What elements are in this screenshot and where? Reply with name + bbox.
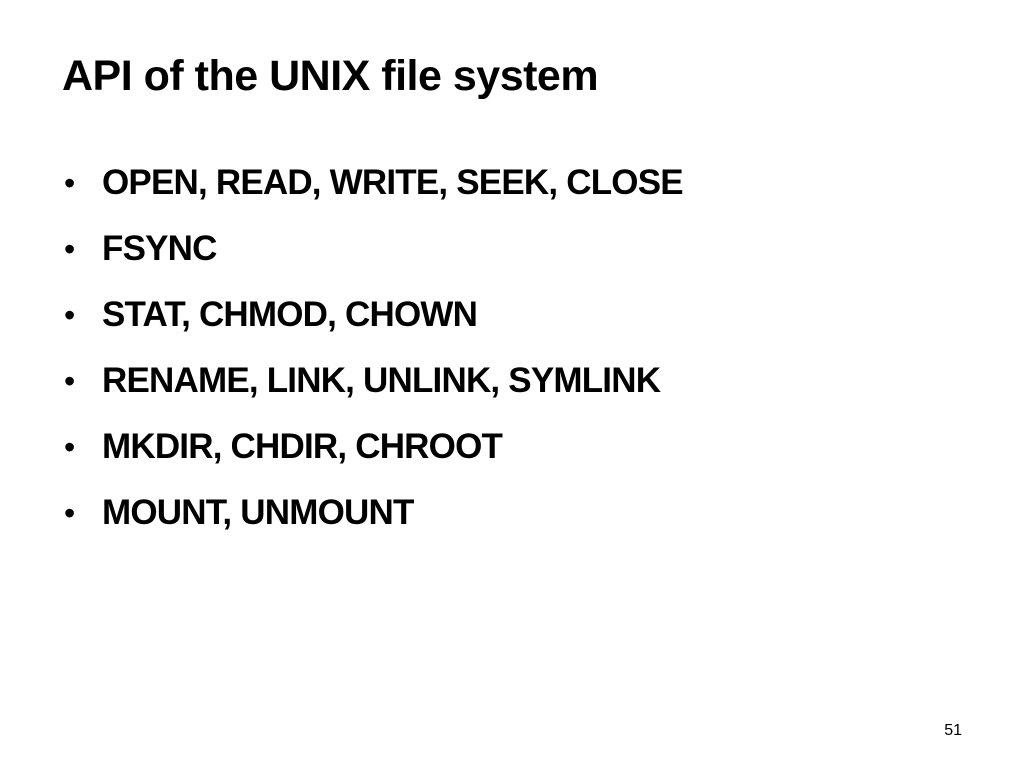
bullet-item-stat-chmod: • STAT, CHMOD, CHOWN — [62, 282, 683, 348]
bullet-icon: • — [64, 165, 76, 201]
bullet-text: FSYNC — [102, 229, 217, 268]
bullet-item-mount: • MOUNT, UNMOUNT — [62, 480, 683, 546]
slide-title: API of the UNIX file system — [62, 52, 599, 100]
bullet-text: RENAME, LINK, UNLINK, SYMLINK — [102, 361, 661, 400]
bullet-item-mkdir-chdir: • MKDIR, CHDIR, CHROOT — [62, 414, 683, 480]
bullet-text: OPEN, READ, WRITE, SEEK, CLOSE — [102, 163, 684, 202]
bullet-list: • OPEN, READ, WRITE, SEEK, CLOSE • FSYNC… — [62, 150, 684, 546]
bullet-icon: • — [64, 495, 76, 531]
bullet-item-fsync: • FSYNC — [62, 216, 683, 282]
bullet-text: STAT, CHMOD, CHOWN — [102, 295, 478, 334]
bullet-item-open-read-write: • OPEN, READ, WRITE, SEEK, CLOSE — [62, 150, 684, 216]
bullet-icon: • — [64, 429, 76, 465]
bullet-icon: • — [64, 231, 76, 267]
page-number: 51 — [944, 722, 962, 739]
bullet-icon: • — [64, 363, 76, 399]
bullet-icon: • — [64, 297, 76, 333]
bullet-item-rename-link: • RENAME, LINK, UNLINK, SYMLINK — [62, 348, 683, 414]
bullet-text: MOUNT, UNMOUNT — [102, 493, 414, 532]
bullet-text: MKDIR, CHDIR, CHROOT — [102, 427, 503, 466]
